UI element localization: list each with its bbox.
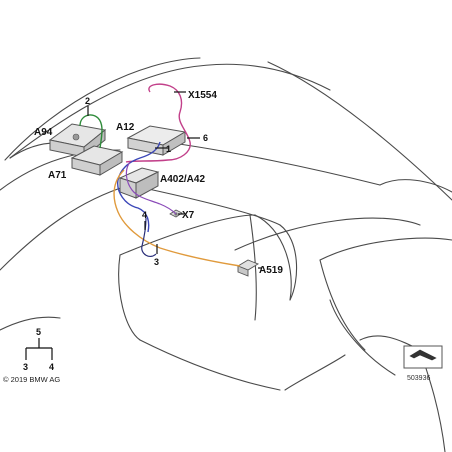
wire-magenta [125,83,191,163]
label-wire-6: 6 [203,133,208,143]
legend-child-right: 4 [49,362,54,372]
reference-box: 503936 [403,345,443,382]
module-a12-shape [126,125,187,156]
reference-icon [409,349,437,361]
wiring-harness [79,83,241,267]
label-a94: A94 [34,127,53,138]
component-labels: A94 A12 A71 X1554 A402/A42 X7 A519 [34,90,283,276]
label-x1554: X1554 [188,90,217,101]
module-a402-shape [118,167,160,199]
label-wire-1: 1 [166,144,171,154]
module-a94-shape [48,123,107,159]
connector-a519-shape [236,259,260,277]
label-a402-a42: A402/A42 [160,174,205,185]
label-wire-3: 3 [154,257,159,267]
module-a71-shape [70,145,124,176]
wire-labels: 2 6 1 4 3 [85,96,208,267]
reference-number: 503936 [407,375,430,382]
wire-green [79,114,103,149]
label-wire-2: 2 [85,96,90,106]
legend-tree: 5 3 4 [23,327,54,372]
label-wire-4: 4 [142,210,147,220]
wire-orange [113,169,241,267]
wire-blue [117,141,161,233]
component-shapes [48,123,260,277]
leader-lines [87,91,262,269]
legend-parent: 5 [36,327,41,337]
vehicle-body-outline [0,57,452,452]
copyright: © 2019 BMW AG [3,375,60,384]
label-x7: X7 [182,210,195,221]
label-a71: A71 [48,170,67,181]
label-a12: A12 [116,122,135,133]
label-a519: A519 [259,265,283,276]
wire-purple [125,161,177,215]
legend-child-left: 3 [23,362,28,372]
